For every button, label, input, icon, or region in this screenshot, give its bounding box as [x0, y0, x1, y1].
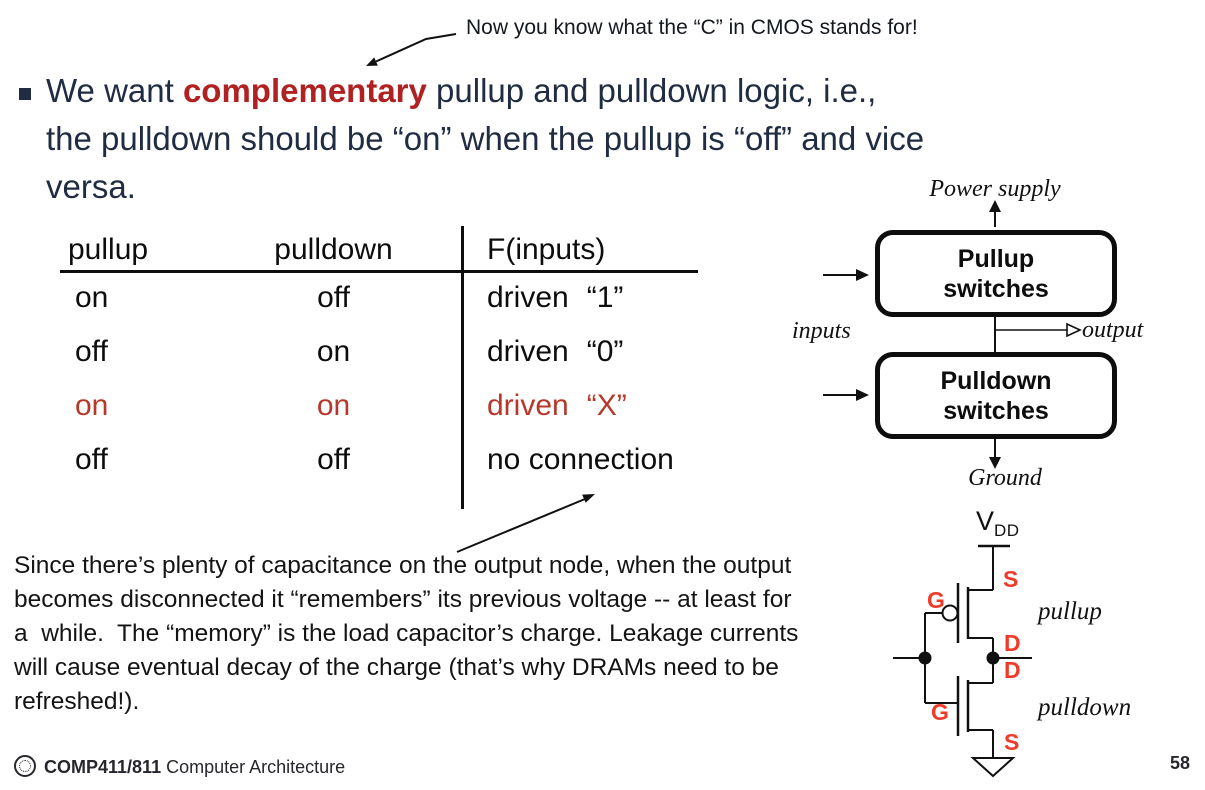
table-row: on off driven “1”	[60, 271, 700, 325]
footer-course: COMP411/811 Computer Architecture	[44, 757, 345, 778]
cell-text: driven	[487, 335, 569, 368]
output-arrowhead	[1066, 322, 1082, 338]
bullet-marker	[19, 88, 31, 100]
table-header-row: pullup pulldown F(inputs)	[60, 232, 700, 271]
cell: driven “X”	[462, 379, 627, 433]
note-line-5: refreshed!).	[14, 688, 140, 715]
note-arrow	[456, 494, 595, 553]
table-row-conflict: on on driven “X”	[60, 379, 700, 433]
cell: driven “0”	[462, 325, 623, 379]
input-arrowhead-bottom	[856, 389, 869, 401]
page-number: 58	[1169, 753, 1190, 773]
course-code: COMP411/811	[44, 757, 162, 777]
cell: on	[75, 389, 109, 422]
table-row: off off no connection	[60, 433, 700, 487]
cell-text: driven	[487, 389, 569, 422]
note-line-3: a while. The “memory” is the load capaci…	[14, 620, 799, 647]
cell: off	[317, 281, 350, 314]
pmos-drain-label: D	[1004, 630, 1021, 656]
header-pullup: pullup	[68, 233, 149, 266]
arrowhead	[366, 57, 378, 66]
arrowhead	[582, 494, 595, 503]
output-label: output	[1082, 317, 1144, 343]
truth-table: pullup pulldown F(inputs) on off driven “…	[60, 226, 700, 509]
power-supply-label: Power supply	[929, 176, 1061, 202]
cell-text: driven	[487, 281, 569, 314]
annotation-text: Now you know what the “C” in CMOS stands…	[466, 16, 918, 39]
input-arrowhead-top	[856, 269, 869, 281]
bullet-line-3: versa.	[46, 168, 136, 205]
cmos-inverter-schematic	[893, 544, 1032, 778]
course-title: Computer Architecture	[161, 757, 346, 777]
inputs-label: inputs	[792, 318, 851, 344]
cell-value: “1”	[586, 281, 624, 314]
university-seal-logo	[14, 755, 36, 777]
cell: on	[316, 389, 351, 422]
nmos-source-label: S	[1004, 729, 1020, 755]
bullet-line-2: the pulldown should be “on” when the pul…	[46, 120, 925, 157]
pullup-box-line1: Pullup	[957, 244, 1035, 273]
annotation-arrow	[366, 33, 457, 66]
note-line-4: will cause eventual decay of the charge …	[14, 654, 779, 681]
bullet-line1-post: pullup and pulldown logic, i.e.,	[426, 72, 877, 109]
table-header-underline	[60, 270, 698, 273]
cell-value: “0”	[586, 335, 624, 368]
ground-label: Ground	[968, 465, 1042, 491]
pulldown-label: pulldown	[1038, 694, 1132, 721]
capacitance-note: Since there’s plenty of capacitance on t…	[14, 549, 914, 719]
pullup-switches-box: Pullup switches	[875, 230, 1117, 317]
cell: no connection	[462, 433, 674, 487]
ground-arrowhead	[989, 457, 1001, 469]
pulldown-box-line1: Pulldown	[940, 366, 1052, 395]
bullet-line1-pre: We want	[46, 72, 183, 109]
note-line-1: Since there’s plenty of capacitance on t…	[14, 552, 792, 579]
ground-symbol	[970, 757, 1016, 778]
cell: on	[316, 335, 351, 368]
switch-block-diagram-lines	[823, 200, 1082, 469]
table-row: off on driven “0”	[60, 325, 700, 379]
seal-inner-ring	[19, 760, 31, 772]
power-arrowhead	[989, 200, 1001, 212]
cell: on	[75, 281, 109, 314]
vdd-sub: DD	[994, 521, 1020, 540]
cell: off	[75, 443, 108, 476]
vdd-label: VDD	[976, 506, 1020, 541]
pmos-gate-label: G	[927, 587, 945, 613]
bullet-paragraph: We want complementary pullup and pulldow…	[46, 67, 1201, 211]
pmos-source-label: S	[1003, 566, 1019, 592]
cell: off	[75, 335, 108, 368]
cell-text: no connection	[487, 443, 674, 476]
pullup-label: pullup	[1038, 598, 1102, 625]
pulldown-switches-box: Pulldown switches	[875, 352, 1117, 439]
header-pulldown: pulldown	[274, 233, 393, 266]
pullup-box-line2: switches	[943, 274, 1049, 303]
nmos-gate-label: G	[931, 699, 949, 725]
gate-node-dot	[918, 651, 932, 665]
cell-value: “X”	[586, 389, 627, 422]
table-column-divider	[461, 226, 464, 509]
bullet-line-1: We want complementary pullup and pulldow…	[46, 67, 1201, 115]
cell: driven “1”	[462, 271, 623, 325]
pulldown-box-line2: switches	[943, 396, 1049, 425]
note-line-2: becomes disconnected it “remembers” its …	[14, 586, 792, 613]
cell: off	[317, 443, 350, 476]
header-f-inputs: F(inputs)	[487, 233, 606, 266]
highlight-complementary: complementary	[182, 72, 427, 109]
nmos-drain-label: D	[1004, 657, 1021, 683]
vdd-main: V	[976, 506, 995, 536]
